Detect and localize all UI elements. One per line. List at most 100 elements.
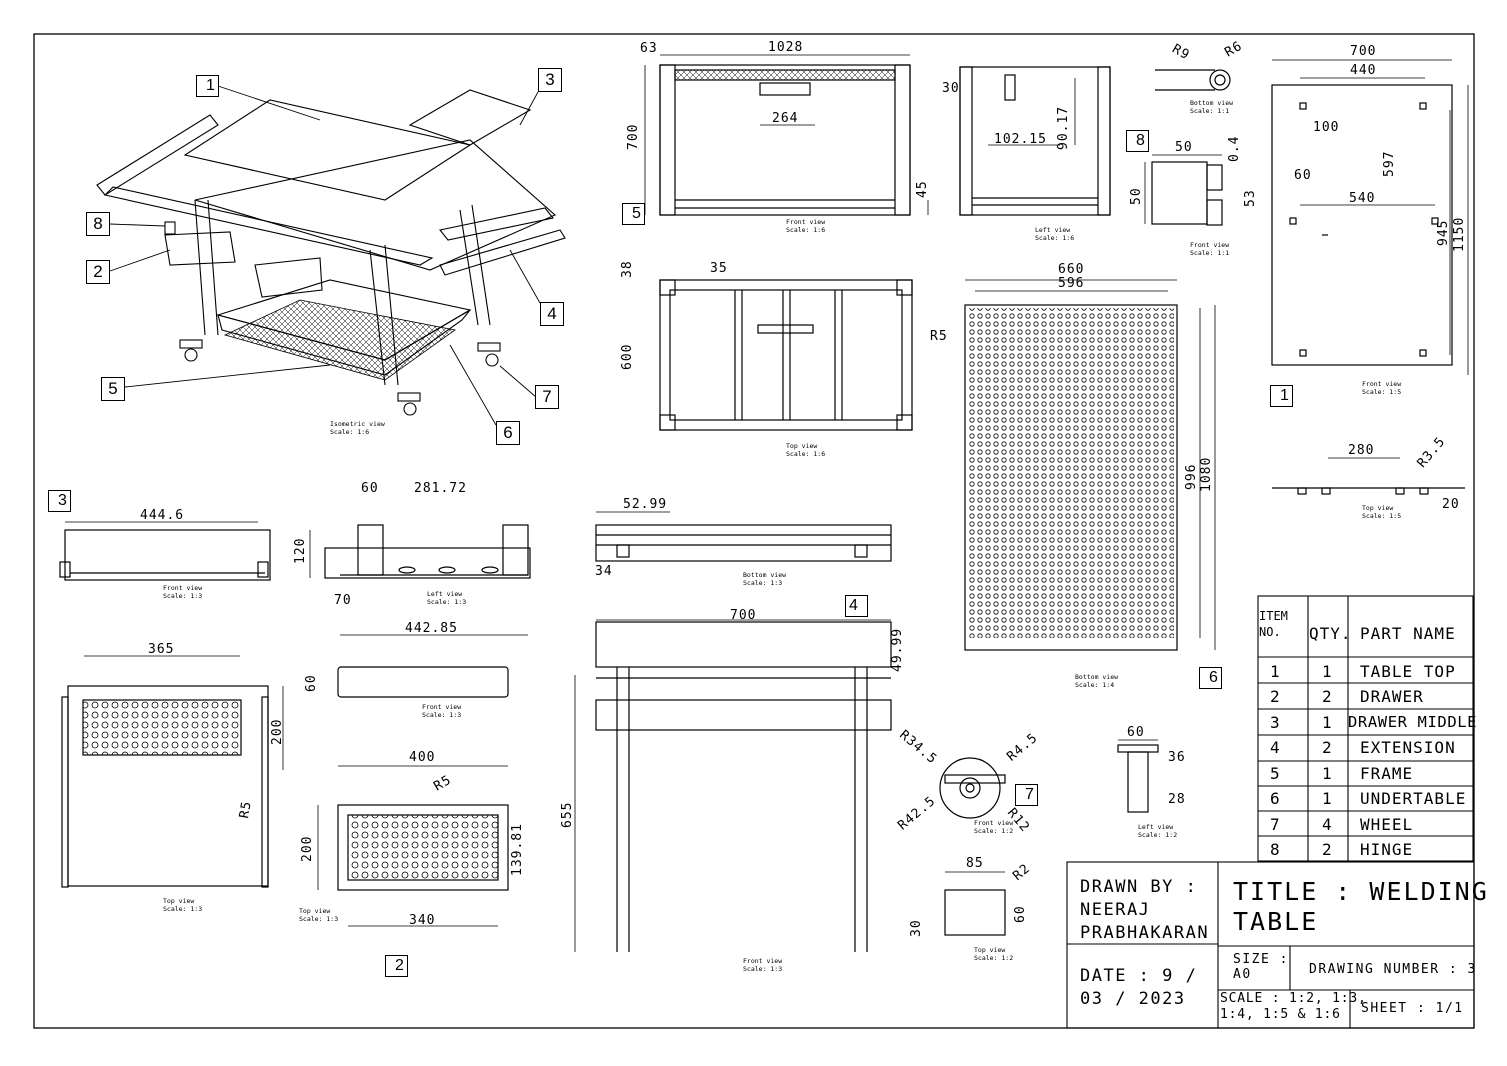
extension-front-view [574, 619, 892, 952]
dim-label: 60 [1013, 905, 1028, 923]
wheel-front-view [939, 757, 1006, 819]
caption-wheel-top: Top view Scale: 1:2 [974, 946, 1014, 962]
bom-row-qty: 1 [1322, 662, 1333, 681]
dim-label: 444.6 [140, 508, 185, 523]
drawer-middle-top-view [61, 655, 284, 888]
drawer-middle-left-view [309, 524, 531, 636]
balloon-1-top: 1 [1270, 385, 1293, 407]
dim-label: 700 [730, 608, 757, 623]
dim-label: 365 [148, 642, 175, 657]
balloon-4: 4 [540, 302, 564, 326]
drawing-number: DRAWING NUMBER : 3 [1309, 962, 1477, 977]
caption-dm-top: Top view Scale: 1:3 [163, 897, 203, 913]
sheet-size: SIZE : A0 [1233, 952, 1289, 982]
bom-header-qty: QTY. [1309, 624, 1352, 643]
dim-label: 102.15 [994, 132, 1047, 147]
dim-label: 540 [1349, 191, 1376, 206]
table-top-front-view [1271, 59, 1469, 375]
bom-row-name: UNDERTABLE [1360, 789, 1467, 808]
dim-label: 280 [1348, 443, 1375, 458]
frame-top-view [659, 279, 913, 431]
drawing-title: TITLE : WELDING TABLE [1233, 877, 1489, 936]
dim-label: 264 [772, 111, 799, 126]
dim-label: 90.17 [1056, 105, 1071, 150]
extension-bottom-view [595, 511, 892, 562]
frame-front-view [644, 54, 929, 216]
dim-label: 1028 [768, 40, 804, 55]
dim-label: 60 [361, 481, 379, 496]
dim-label: 30 [942, 81, 960, 96]
bom-row-name: HINGE [1360, 840, 1414, 859]
bom-header-name: PART NAME [1360, 624, 1456, 643]
bom-row-qty: 2 [1322, 738, 1333, 757]
dim-label: 1080 [1199, 456, 1214, 492]
balloon-7: 7 [535, 385, 559, 409]
dim-label: R5 [237, 799, 255, 820]
caption-frame-front: Front view Scale: 1:6 [786, 218, 826, 234]
dim-label: 35 [710, 261, 728, 276]
balloon-4-ext: 4 [845, 595, 868, 617]
caption-dr-top: Top view Scale: 1:3 [299, 907, 339, 923]
dim-label: 36 [1168, 750, 1186, 765]
bom-grid [1257, 595, 1474, 862]
bom-row-item: 1 [1270, 662, 1281, 681]
dim-label: 60 [304, 674, 319, 692]
dim-label: 100 [1313, 120, 1340, 135]
sheet-number: SHEET : 1/1 [1361, 1001, 1464, 1016]
dim-label: 1150 [1452, 216, 1467, 252]
dim-label: 53 [1243, 189, 1258, 207]
caption-ext-bottom: Bottom view Scale: 1:3 [743, 571, 787, 587]
caption-top-top: Top view Scale: 1:5 [1362, 504, 1402, 520]
caption-isometric: Isometric view Scale: 1:6 [330, 420, 385, 436]
caption-under-bottom: Bottom view Scale: 1:4 [1075, 673, 1119, 689]
dim-label: 340 [409, 913, 436, 928]
bom-row-name: EXTENSION [1360, 738, 1456, 757]
dim-label: 200 [300, 835, 315, 862]
caption-wheel-front: Front view Scale: 1:2 [974, 819, 1014, 835]
dim-label: 38 [620, 260, 635, 278]
dim-label: 49.99 [890, 627, 905, 672]
caption-hinge-bottom: Bottom view Scale: 1:1 [1190, 99, 1234, 115]
balloon-6: 6 [496, 421, 520, 445]
undertable-bottom-view [964, 279, 1216, 651]
dim-label: 60 [1294, 168, 1312, 183]
balloon-5-frame: 5 [622, 203, 645, 225]
caption-top-front: Front view Scale: 1:5 [1362, 380, 1402, 396]
dim-label: 200 [270, 718, 285, 745]
bom-row-item: 6 [1270, 789, 1281, 808]
bom-row-item: 3 [1270, 713, 1281, 732]
drawn-by: DRAWN BY : NEERAJ PRABHAKARAN [1080, 877, 1210, 943]
dim-label: 600 [620, 343, 635, 370]
drawer-front-view [337, 666, 509, 698]
balloon-8-hinge: 8 [1126, 130, 1149, 152]
dim-label: 440 [1350, 63, 1377, 78]
hinge-views [1144, 69, 1231, 226]
bom-header-item: ITEM NO. [1259, 609, 1288, 639]
caption-dm-left: Left view Scale: 1:3 [427, 590, 467, 606]
dim-label: 660 [1058, 262, 1085, 277]
dim-label: 596 [1058, 276, 1085, 291]
bom-row-name: WHEEL [1360, 815, 1414, 834]
bom-row-item: 2 [1270, 687, 1281, 706]
title-block-grid [1066, 861, 1475, 1029]
dim-label: 30 [909, 919, 924, 937]
dim-label: 281.72 [414, 481, 467, 496]
dim-label: 52.99 [623, 497, 668, 512]
caption-ext-front: Front view Scale: 1:3 [743, 957, 783, 973]
dim-label: 70 [334, 593, 352, 608]
caption-wheel-left: Left view Scale: 1:2 [1138, 823, 1178, 839]
dim-label: 0.4 [1227, 135, 1242, 162]
drawer-top-view [317, 765, 509, 927]
dim-label: 50 [1129, 187, 1144, 205]
caption-dr-front: Front view Scale: 1:3 [422, 703, 462, 719]
dim-label: 45 [915, 180, 930, 198]
drawing-date: DATE : 9 / 03 / 2023 [1080, 966, 1198, 1009]
bom-row-name: DRAWER [1360, 687, 1424, 706]
dim-label: 700 [1350, 44, 1377, 59]
dim-label: 63 [640, 41, 658, 56]
caption-frame-top: Top view Scale: 1:6 [786, 442, 826, 458]
balloon-3-dm: 3 [48, 490, 71, 512]
bom-row-qty: 1 [1322, 764, 1333, 783]
wheel-left-view [1117, 739, 1159, 813]
